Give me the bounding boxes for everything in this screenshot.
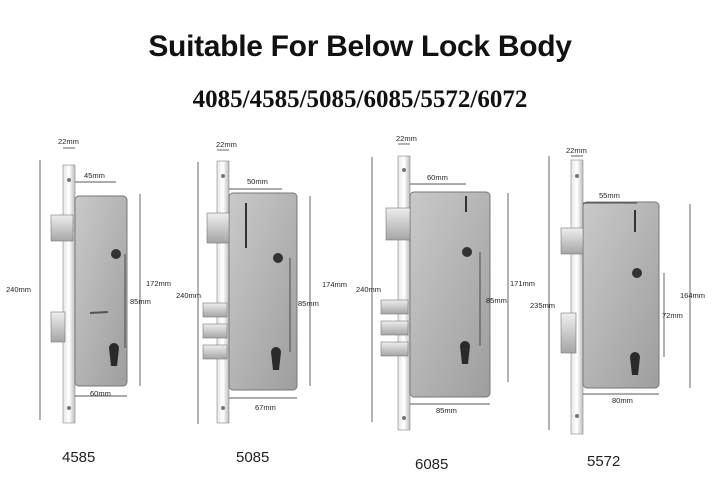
faceplate-width-label: 22mm (58, 137, 79, 146)
center-distance-label: 85mm (130, 297, 151, 306)
height-label: 240mm (176, 291, 201, 300)
center-distance-label: 72mm (662, 311, 683, 320)
model-label: 5572 (587, 453, 620, 470)
height-label: 240mm (356, 285, 381, 294)
model-label: 5085 (236, 449, 269, 466)
body-height-label: 164mm (680, 291, 705, 300)
faceplate-width-label: 22mm (216, 140, 237, 149)
lock-6085: 22mm 60mm 240mm 171mm 85mm 85mm 6085 (356, 134, 535, 473)
lock-4585: 22mm 45mm 240mm 172mm 85mm 60mm 4585 (6, 137, 171, 466)
height-label: 240mm (6, 285, 31, 294)
faceplate-width-label: 22mm (396, 134, 417, 143)
backset-label: 60mm (427, 173, 448, 182)
center-distance-label: 85mm (486, 296, 507, 305)
bottom-width-label: 67mm (255, 403, 276, 412)
body-height-label: 172mm (146, 279, 171, 288)
model-label: 6085 (415, 456, 448, 473)
faceplate-width-label: 22mm (566, 146, 587, 155)
page-title: Suitable For Below Lock Body (148, 30, 572, 63)
bottom-width-label: 80mm (612, 396, 633, 405)
model-label: 4585 (62, 449, 95, 466)
backset-label: 55mm (599, 191, 620, 200)
body-height-label: 171mm (510, 279, 535, 288)
center-distance-label: 85mm (298, 299, 319, 308)
backset-label: 50mm (247, 177, 268, 186)
bottom-width-label: 85mm (436, 406, 457, 415)
body-height-label: 174mm (322, 280, 347, 289)
backset-label: 45mm (84, 171, 105, 180)
bottom-width-label: 60mm (90, 389, 111, 398)
height-label: 235mm (530, 301, 555, 310)
lock-5085: 22mm 50mm 240mm 174mm 85mm 67mm 5085 (176, 140, 347, 466)
lock-5572: 22mm 55mm 235mm 164mm 72mm 80mm 5572 (530, 146, 705, 470)
model-list: 4085/4585/5085/6085/5572/6072 (192, 86, 528, 113)
